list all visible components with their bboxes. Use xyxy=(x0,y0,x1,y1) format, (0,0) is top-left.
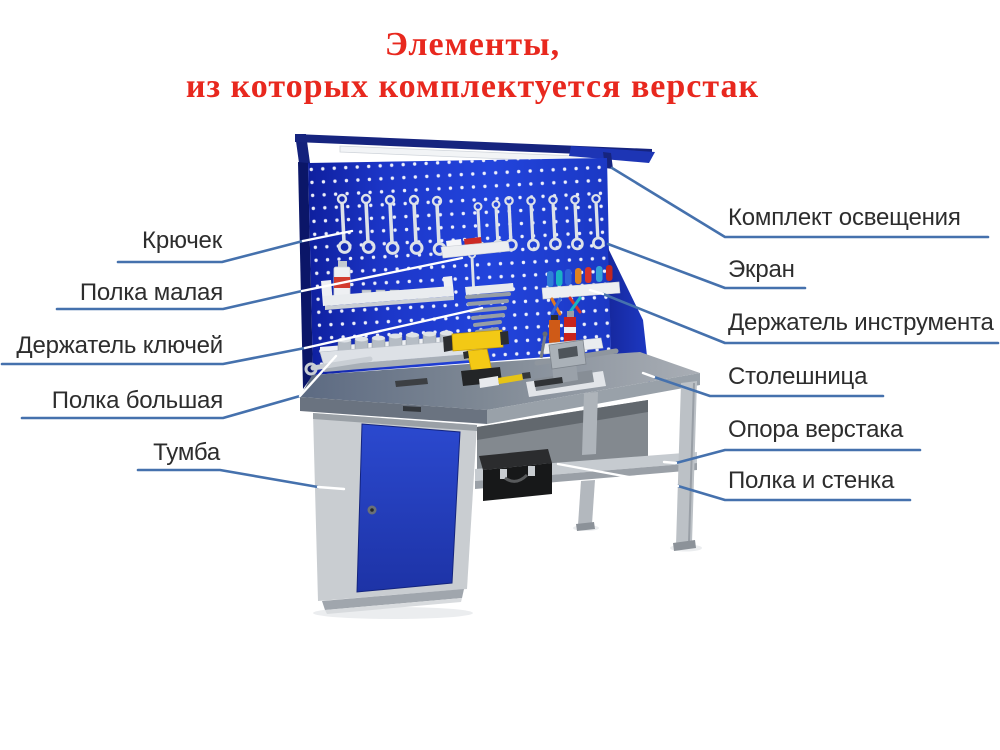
leader-derzhatel-instrumenta xyxy=(588,288,1000,345)
label-polka-bolshaya: Полка большая xyxy=(51,387,223,414)
leader-opora-verstaka xyxy=(662,448,922,465)
label-opora-verstaka: Опора верстака xyxy=(728,416,904,443)
label-tumba: Тумба xyxy=(153,439,220,466)
tabletop-items xyxy=(395,372,563,388)
vise xyxy=(526,331,619,397)
leader-derzhatel-klyuchey xyxy=(0,306,484,366)
label-polka-malaya: Полка малая xyxy=(79,279,223,306)
toolbox xyxy=(479,449,552,501)
small-shelf xyxy=(440,237,511,259)
leader-stoleshnitsa xyxy=(641,371,885,398)
cabinet-door xyxy=(356,423,461,593)
leader-kryuchek xyxy=(116,229,354,264)
label-komplekt-osveshcheniya: Комплект освещения xyxy=(728,204,961,231)
pegboard-screen xyxy=(298,158,650,389)
label-ekran: Экран xyxy=(728,256,795,283)
leg-back-right xyxy=(582,392,598,455)
lighting-kit xyxy=(295,134,655,169)
leader-polka-bolshaya xyxy=(20,354,338,420)
workbench-legs xyxy=(576,381,697,551)
leader-komplekt-osveshcheniya xyxy=(610,166,990,239)
title-line-1: Элементы, xyxy=(384,26,561,63)
label-derzhatel-klyuchey: Держатель ключей xyxy=(16,332,223,359)
title-line-2: из которых комплектуется верстак xyxy=(185,68,760,105)
page-title: Элементы, из которых комплектуется верст… xyxy=(0,24,945,108)
label-kryuchek: Крючек xyxy=(142,227,222,254)
leader-polka-i-stenka xyxy=(556,462,912,502)
tool-holder xyxy=(541,265,621,316)
label-derzhatel-instrumenta: Держатель инструмента xyxy=(728,309,994,336)
label-polka-i-stenka: Полка и стенка xyxy=(728,467,895,494)
label-stoleshnitsa: Столешница xyxy=(728,363,868,390)
leader-tumba xyxy=(136,468,346,491)
drill xyxy=(443,329,509,386)
cabinet xyxy=(313,406,477,614)
large-shelf xyxy=(304,330,485,376)
leader-ekran xyxy=(606,242,807,290)
leader-polka-malaya xyxy=(55,256,464,311)
